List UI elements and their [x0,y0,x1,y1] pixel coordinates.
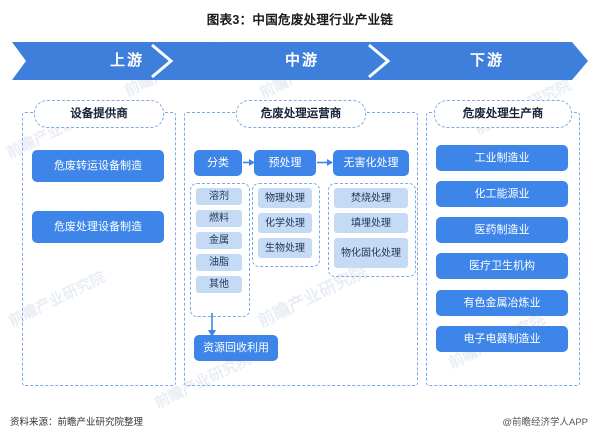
source-note: 资料来源：前瞻产业研究院整理 [10,417,144,428]
midstream-stage-harmless: 无害化处理 [333,150,409,176]
classification-chip: 金属 [196,232,242,249]
pretreatment-chip: 物理处理 [258,188,312,208]
classification-chip: 油脂 [196,254,242,271]
arrow-classification-to-recycle [208,313,216,337]
band-label-upstream: 上游 [109,52,144,69]
harmless-chip: 焚烧处理 [334,188,408,208]
page-title: 图表3：中国危废处理行业产业链 [206,13,394,27]
stage-band: 上游 中游 下游 [12,42,588,80]
downstream-item: 化工能源业 [436,181,568,207]
column-header-upstream: 设备提供商 [34,100,164,128]
band-label-midstream: 中游 [284,52,319,69]
stage-band-shape [12,42,588,80]
column-header-midstream: 危废处理运营商 [236,100,366,128]
subgroup-harmless [328,183,416,277]
harmless-chip: 物化固化处理 [334,238,408,268]
band-label-downstream: 下游 [469,52,504,69]
upstream-item: 危废处理设备制造 [32,211,164,243]
midstream-stage-classification: 分类 [194,150,242,176]
midstream-recycle: 资源回收利用 [194,335,278,361]
midstream-stage-pretreatment: 预处理 [254,150,316,176]
classification-chip: 溶剂 [196,188,242,205]
downstream-item: 医药制造业 [436,217,568,243]
downstream-item: 医疗卫生机构 [436,253,568,279]
classification-chip: 其他 [196,276,242,293]
classification-chip: 燃料 [196,210,242,227]
arrow-classification-to-pretreatment [243,159,255,166]
arrow-pretreatment-to-harmless [317,159,333,166]
column-header-downstream: 危废处理生产商 [434,100,572,128]
brand-credit: @前瞻经济学人APP [502,417,588,428]
downstream-item: 工业制造业 [436,145,568,171]
pretreatment-chip: 生物处理 [258,238,312,258]
upstream-item: 危废转运设备制造 [32,150,164,182]
pretreatment-chip: 化学处理 [258,213,312,233]
downstream-item: 电子电器制造业 [436,326,568,352]
downstream-item: 有色金属冶炼业 [436,290,568,316]
subgroup-pretreatment [252,183,320,267]
subgroup-classification [190,183,250,317]
harmless-chip: 填埋处理 [334,213,408,233]
